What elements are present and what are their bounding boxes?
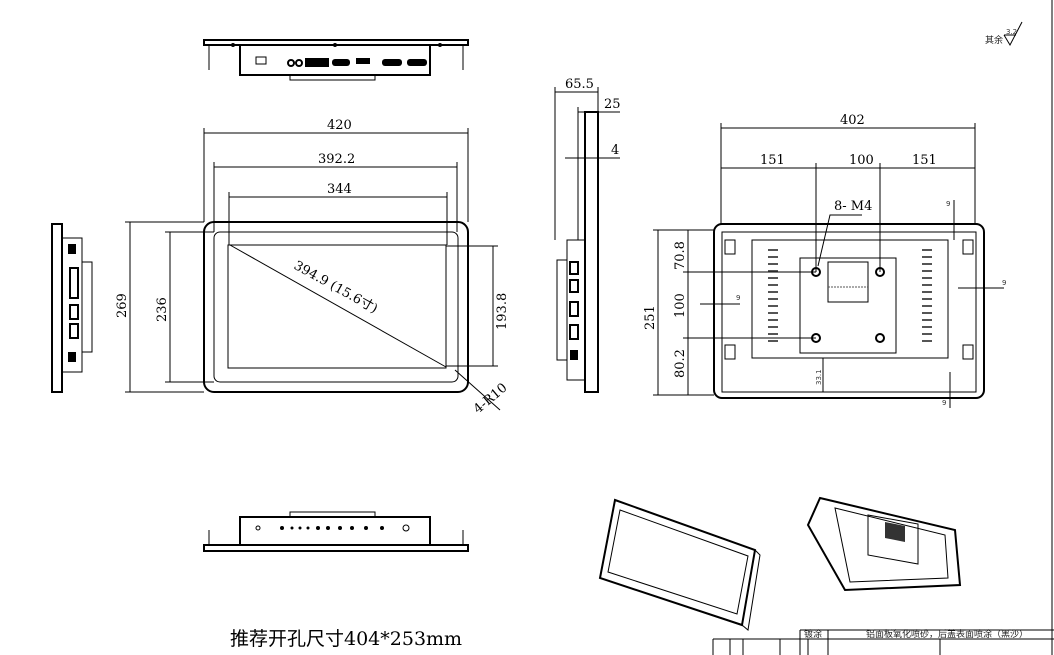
center-spacing-dimension: 100 [849, 153, 874, 168]
back-height-dimension: 251 [643, 305, 658, 330]
front-view: 394.9 (15.6寸) 4-R10 420 392.2 344 269 23… [115, 118, 510, 417]
width-outer-dimension: 420 [327, 118, 352, 133]
left-side-view [51, 223, 93, 393]
roughness-label: 其余 [985, 34, 1003, 46]
edge-bottom-dimension: 9 [942, 399, 946, 407]
surface-roughness-note: 其余 3.2 [985, 21, 1023, 47]
roughness-symbol-icon [1003, 21, 1023, 47]
height-outer-dimension: 269 [115, 293, 130, 318]
right-spacing-dimension: 151 [912, 153, 937, 168]
left-spacing-dimension: 151 [760, 153, 785, 168]
bezel-thickness-dimension: 4 [611, 143, 619, 158]
roughness-value: 3.2 [1006, 28, 1017, 36]
cutout-note: 推荐开孔尺寸404*253mm [230, 628, 462, 650]
back-width-dimension: 402 [840, 113, 865, 128]
width-bezel-dimension: 392.2 [318, 152, 355, 167]
side-view: 65.5 25 4 [554, 77, 621, 393]
edge-right-dimension: 9 [1002, 279, 1006, 287]
screw-spec-label: 8- M4 [834, 199, 872, 214]
title-block: 镀涂 铝面板氧化喷砂，后盖表面喷涂（黑沙） [712, 0, 1054, 655]
bottom-view [203, 511, 469, 552]
top-view [203, 39, 469, 81]
height-screen-dimension: 193.8 [495, 293, 510, 330]
edge-left-dimension: 9 [736, 294, 740, 302]
corner-radius-dimension: 4-R10 [471, 381, 511, 418]
depth-panel-dimension: 25 [604, 97, 621, 112]
width-screen-dimension: 344 [327, 182, 352, 197]
bottom-offset-dimension: 33.1 [815, 369, 823, 385]
height-bezel-dimension: 236 [155, 297, 170, 322]
back-view: 402 151 100 151 8- M4 251 70.8 100 80.2 … [643, 113, 1006, 408]
depth-total-dimension: 65.5 [565, 77, 594, 92]
isometric-front-view [598, 498, 761, 631]
coating-value: 铝面板氧化喷砂，后盖表面喷涂（黑沙） [866, 628, 1028, 640]
isometric-back-view [806, 496, 962, 592]
top-spacing-dimension: 70.8 [673, 241, 688, 270]
middle-spacing-dimension: 100 [673, 293, 688, 318]
edge-top-dimension: 9 [946, 200, 950, 208]
coating-label: 镀涂 [804, 628, 822, 640]
bottom-spacing-dimension: 80.2 [673, 349, 688, 378]
